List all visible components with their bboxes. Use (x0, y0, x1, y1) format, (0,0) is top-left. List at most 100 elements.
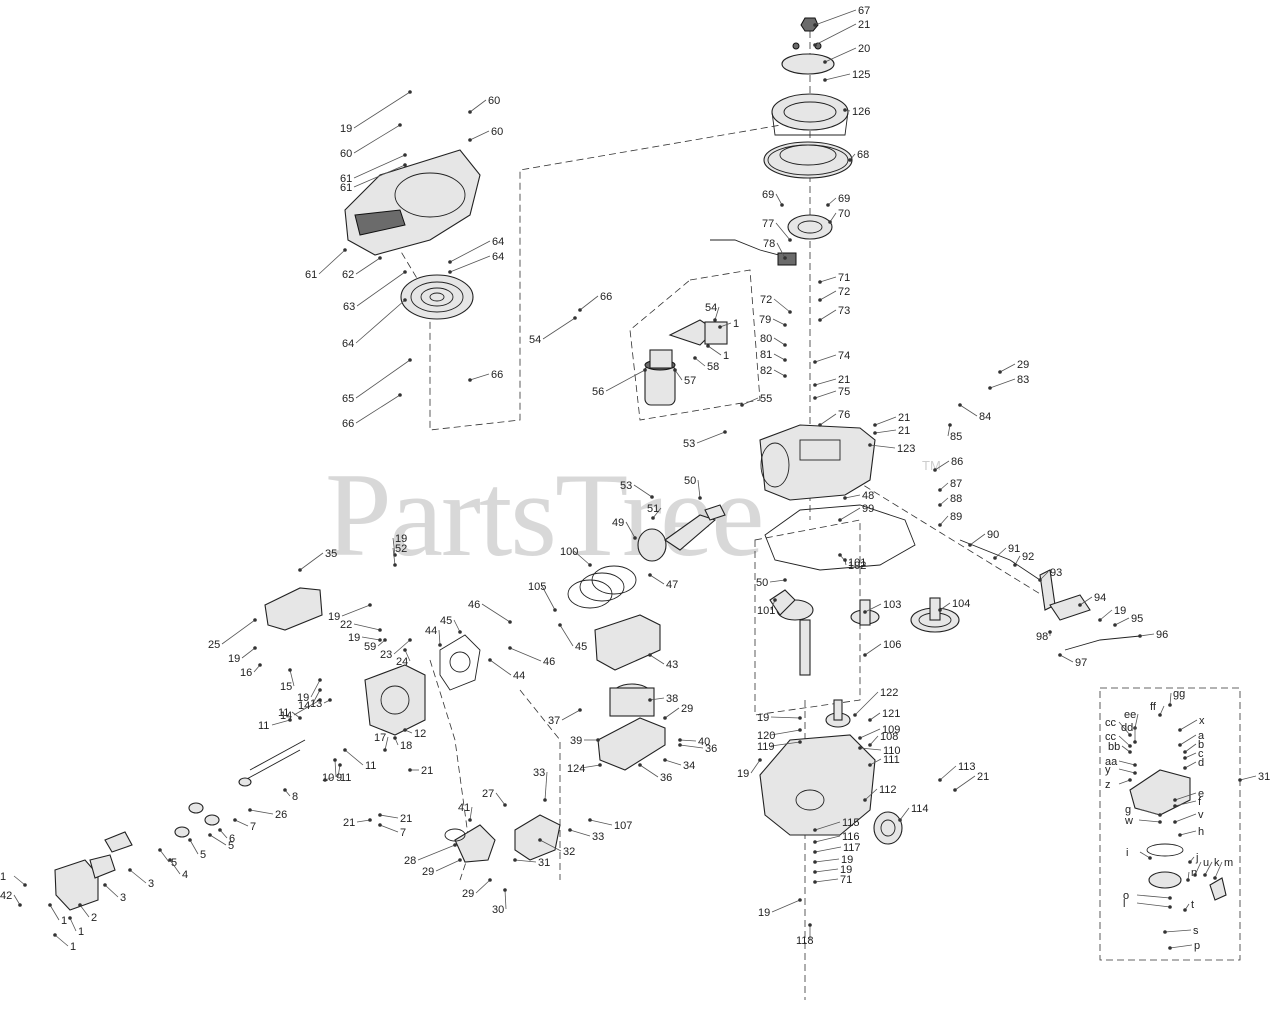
callout-leader-line (1184, 743, 1197, 753)
part-callout-label: gg (1173, 688, 1185, 700)
callout-fastener-marker (508, 646, 512, 650)
callout-fastener-marker (718, 325, 722, 329)
callout-fastener-marker (818, 298, 822, 302)
callout-leader-line (221, 619, 256, 645)
callout-leader-line (353, 164, 406, 188)
part-callout-label: u (1203, 857, 1209, 869)
part-callout-label: 11 (278, 707, 289, 719)
callout-fastener-marker (1183, 756, 1187, 760)
callout-leader-line (573, 550, 591, 566)
callout-fastener-marker (948, 423, 952, 427)
callout-leader-line (750, 759, 761, 774)
callout-fastener-marker (403, 163, 407, 167)
callout-fastener-marker (248, 808, 252, 812)
governor-gear (825, 699, 851, 728)
part-callout-label: 45 (440, 615, 452, 627)
valve-cover-gasket (764, 504, 916, 571)
callout-fastener-marker (868, 743, 872, 747)
rotating-screen (400, 274, 474, 320)
callout-fastener-marker (333, 758, 337, 762)
callout-fastener-marker (868, 763, 872, 767)
callout-leader-line (489, 659, 512, 676)
part-callout-label: 21 (977, 771, 989, 783)
part-callout-label: ff (1150, 701, 1157, 713)
callout-leader-line (129, 869, 147, 884)
part-callout-label: 12 (414, 728, 426, 740)
sump-oil-pan (759, 734, 876, 836)
part-callout-label: 109 (882, 724, 900, 736)
callout-fastener-marker (233, 818, 237, 822)
callout-fastener-marker (403, 648, 407, 652)
callout-leader-line (819, 276, 837, 283)
part-callout-label: 117 (843, 842, 861, 854)
callout-leader-line (649, 574, 665, 585)
callout-leader-line (814, 354, 837, 363)
oil-filter (873, 811, 903, 845)
part-callout-label: 86 (951, 456, 963, 468)
part-callout-label: 48 (862, 490, 874, 502)
callout-leader-line (438, 629, 441, 646)
part-callout-label: 6 (229, 833, 235, 845)
callout-leader-line (939, 602, 951, 611)
callout-leader-line (899, 807, 910, 821)
part-callout-label: 105 (528, 581, 546, 593)
part-callout-label: g (1125, 804, 1131, 816)
callout-leader-line (775, 222, 791, 241)
callout-leader-line (1118, 721, 1131, 736)
callout-fastener-marker (318, 678, 322, 682)
part-callout-label: 101 (757, 605, 775, 617)
callout-fastener-marker (318, 688, 322, 692)
callout-leader-line (719, 322, 732, 328)
callout-leader-line (1169, 944, 1193, 949)
part-callout-label: 14 (298, 700, 310, 712)
callout-fastener-marker (663, 758, 667, 762)
part-callout-label: 5 (200, 849, 206, 861)
part-callout-label: 53 (620, 480, 632, 492)
part-callout-label: 67 (858, 5, 870, 17)
callout-leader-line (334, 759, 337, 778)
callout-fastener-marker (693, 356, 697, 360)
callout-leader-line (770, 716, 801, 719)
callout-leader-line (639, 764, 659, 778)
part-callout-label: 99 (862, 503, 874, 515)
part-callout-label: 19 (395, 533, 407, 545)
callout-leader-line (989, 378, 1016, 389)
callout-fastener-marker (1078, 603, 1082, 607)
callout-leader-line (1194, 861, 1202, 876)
callout-fastener-marker (783, 343, 787, 347)
callout-fastener-marker (503, 803, 507, 807)
callout-fastener-marker (798, 898, 802, 902)
callout-leader-line (509, 647, 542, 662)
callout-fastener-marker (453, 843, 457, 847)
callout-fastener-marker (408, 90, 412, 94)
part-callout-label: 126 (852, 106, 870, 118)
callout-leader-line (561, 709, 581, 721)
callout-fastener-marker (643, 368, 647, 372)
callout-leader-line (959, 404, 978, 417)
callout-fastener-marker (663, 716, 667, 720)
part-callout-label: 85 (950, 431, 962, 443)
callout-fastener-marker (813, 396, 817, 400)
part-callout-label: 66 (342, 418, 354, 430)
part-callout-label: 94 (1094, 592, 1106, 604)
throttle-bracket (1049, 594, 1091, 621)
callout-fastener-marker (953, 788, 957, 792)
part-callout-label: 73 (838, 305, 850, 317)
part-callout-label: 30 (492, 904, 504, 916)
callout-fastener-marker (1158, 820, 1162, 824)
callout-fastener-marker (813, 880, 817, 884)
part-callout-label: 72 (838, 286, 850, 298)
callout-fastener-marker (288, 668, 292, 672)
callout-fastener-marker (408, 638, 412, 642)
callout-fastener-marker (788, 310, 792, 314)
part-callout-label: 39 (570, 735, 582, 747)
muffler-bracket (89, 831, 133, 879)
part-callout-label: 114 (911, 803, 929, 815)
callout-leader-line (392, 537, 396, 556)
callout-fastener-marker (1193, 873, 1197, 877)
part-callout-label: 90 (987, 529, 999, 541)
callout-leader-line (1184, 761, 1197, 769)
callout-fastener-marker (783, 256, 787, 260)
callout-fastener-marker (218, 828, 222, 832)
part-callout-label: d (1198, 757, 1204, 769)
